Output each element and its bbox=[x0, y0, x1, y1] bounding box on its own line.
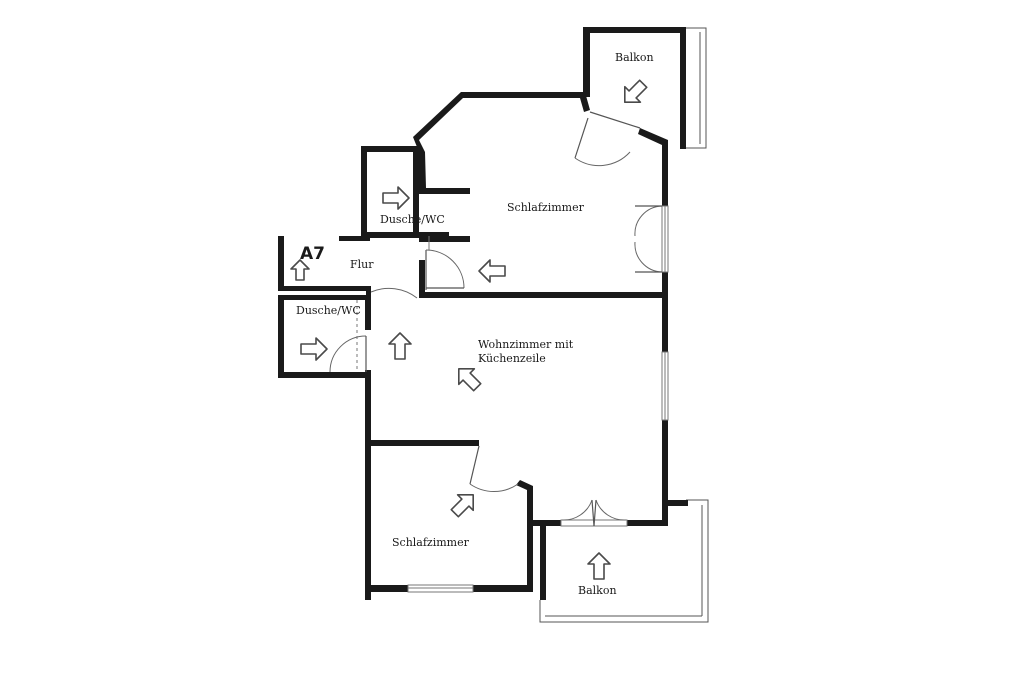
room-label-balkon-top: Balkon bbox=[615, 51, 654, 64]
balcony-top-wall-top bbox=[583, 27, 683, 33]
living-east-wall bbox=[662, 420, 668, 526]
balcony-top-wall-left bbox=[583, 27, 590, 97]
room-label-dusche-wc-top: Dusche/WC bbox=[380, 213, 445, 226]
direction-arrows bbox=[290, 79, 648, 580]
unit-id-label: A7 bbox=[300, 244, 325, 264]
labels: A7 Balkon Schlafzimmer Dusche/WC Flur Du… bbox=[296, 51, 654, 597]
direction-arrow-icon bbox=[290, 259, 310, 281]
doors bbox=[329, 111, 663, 527]
door-flur-living-icon bbox=[370, 287, 418, 299]
door-balcony-top-icon bbox=[574, 111, 641, 167]
direction-arrow-icon bbox=[587, 552, 611, 580]
direction-arrow-icon bbox=[458, 368, 482, 392]
room-label-wohnzimmer-line2: Küchenzeile bbox=[478, 352, 546, 365]
direction-arrow-icon bbox=[300, 337, 328, 361]
room-label-dusche-wc-left: Dusche/WC bbox=[296, 304, 361, 317]
balcony-top-railing bbox=[682, 27, 707, 149]
bedroom-top-wall-east-lower bbox=[662, 272, 668, 352]
room-label-wohnzimmer-line1: Wohnzimmer mit bbox=[478, 338, 574, 351]
direction-arrow-icon bbox=[450, 494, 474, 518]
balcony-top-wall-right bbox=[680, 27, 686, 149]
direction-arrow-icon bbox=[624, 79, 648, 103]
bedroom-top-wall-east-upper bbox=[638, 128, 668, 206]
direction-arrow-icon bbox=[388, 332, 412, 360]
shower-left-walls bbox=[278, 295, 371, 378]
balcony-top bbox=[583, 27, 707, 149]
room-label-schlafzimmer-top: Schlafzimmer bbox=[507, 201, 585, 214]
balcony-bottom bbox=[539, 499, 709, 623]
room-label-schlafzimmer-bottom: Schlafzimmer bbox=[392, 536, 470, 549]
shower-top-walls bbox=[361, 146, 449, 238]
door-flur-bedroom-icon bbox=[425, 249, 465, 290]
direction-arrow-icon bbox=[382, 186, 410, 210]
living-west-wall bbox=[365, 370, 371, 600]
bedroom-top-walls bbox=[413, 92, 669, 352]
room-label-balkon-bottom: Balkon bbox=[578, 584, 617, 597]
room-label-flur: Flur bbox=[350, 258, 374, 271]
direction-arrow-icon bbox=[478, 259, 506, 283]
door-bedroom-bottom-icon bbox=[469, 445, 519, 493]
door-shower-left-icon bbox=[329, 335, 367, 373]
balcony-bottom-railing bbox=[539, 499, 709, 623]
bedroom-top-wall-south bbox=[419, 292, 668, 298]
living-room-walls bbox=[365, 351, 669, 600]
bedroom-top-wall-north bbox=[413, 92, 590, 194]
door-balcony-bottom-icon bbox=[561, 499, 627, 527]
door-bedroom-top-window-icon bbox=[634, 205, 663, 273]
